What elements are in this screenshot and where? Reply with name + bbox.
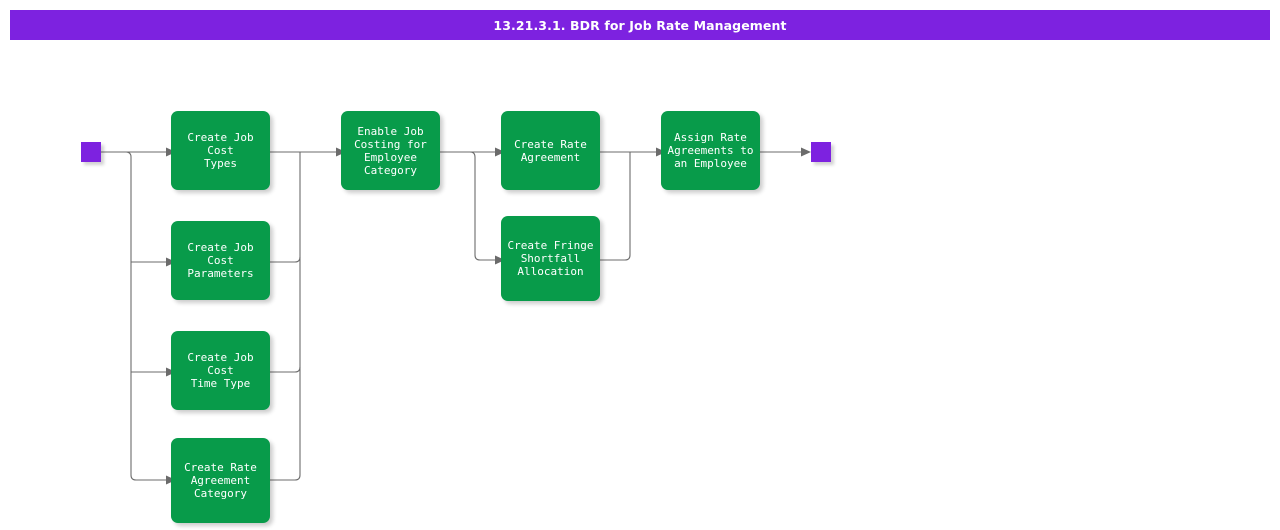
node-enable-job-costing-for-employee-category[interactable]: Enable Job Costing for Employee Category xyxy=(341,111,440,190)
end-terminal[interactable] xyxy=(811,142,831,162)
page-title: 13.21.3.1. BDR for Job Rate Management xyxy=(493,17,787,33)
edge-time-type-to-merge xyxy=(270,366,301,373)
node-create-job-cost-types[interactable]: Create Job Cost Types xyxy=(171,111,270,190)
edge-split-spine xyxy=(469,151,495,261)
node-create-rate-agreement-category[interactable]: Create Rate Agreement Category xyxy=(171,438,270,523)
node-assign-rate-agreements-to-an-employee[interactable]: Assign Rate Agreements to an Employee xyxy=(661,111,760,190)
node-label: Create Fringe Shortfall Allocation xyxy=(507,239,594,278)
edge-merge-spine xyxy=(270,151,301,481)
edge-fanout-spine xyxy=(125,151,166,481)
node-create-job-cost-parameters[interactable]: Create Job Cost Parameters xyxy=(171,221,270,300)
node-label: Create Job Cost Types xyxy=(187,131,254,170)
arrowhead-to-end-terminal xyxy=(801,147,811,157)
node-label: Create Rate Agreement xyxy=(514,137,587,164)
node-label: Create Rate Agreement Category xyxy=(184,461,257,500)
node-label: Create Job Cost Time Type xyxy=(187,351,254,390)
node-label: Create Job Cost Parameters xyxy=(187,241,254,280)
edge-parameters-to-merge xyxy=(270,256,301,263)
node-create-job-cost-time-type[interactable]: Create Job Cost Time Type xyxy=(171,331,270,410)
node-label: Enable Job Costing for Employee Category xyxy=(354,124,427,177)
node-label: Assign Rate Agreements to an Employee xyxy=(667,131,754,170)
node-create-rate-agreement[interactable]: Create Rate Agreement xyxy=(501,111,600,190)
node-create-fringe-shortfall-allocation[interactable]: Create Fringe Shortfall Allocation xyxy=(501,216,600,301)
edge-merge2-spine xyxy=(600,152,631,261)
start-terminal[interactable] xyxy=(81,142,101,162)
diagram-title-bar: 13.21.3.1. BDR for Job Rate Management xyxy=(10,10,1270,40)
